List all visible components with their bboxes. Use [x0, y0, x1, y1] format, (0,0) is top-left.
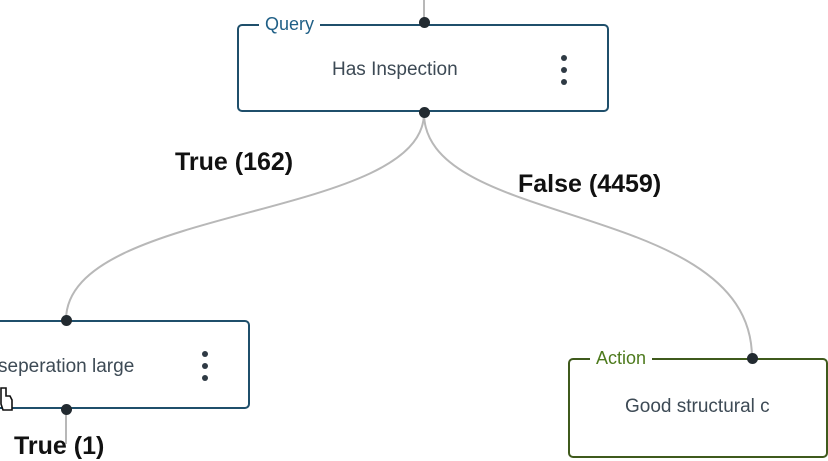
branch-label-true: True (162): [175, 148, 294, 176]
action-node-good-structural[interactable]: Action Good structural c: [568, 347, 828, 458]
port-right-in[interactable]: [747, 353, 758, 364]
node-label: Has Inspection: [332, 59, 458, 80]
more-vertical-icon[interactable]: [557, 54, 571, 86]
hand-cursor-icon: [0, 387, 13, 411]
port-left-out[interactable]: [61, 404, 72, 415]
edge-true-branch: [65, 112, 425, 321]
port-top-in[interactable]: [419, 17, 430, 28]
query-node-seperation-large[interactable]: seperation large: [0, 320, 250, 409]
port-top-out[interactable]: [419, 107, 430, 118]
node-type-tag: Action: [590, 347, 653, 369]
node-type-tag: Query: [259, 13, 321, 35]
port-left-in[interactable]: [61, 315, 72, 326]
branch-label-false: False (4459): [518, 170, 662, 198]
node-label: Good structural c: [625, 396, 770, 417]
branch-label-bottom-true: True (1): [14, 432, 105, 460]
node-label: seperation large: [0, 356, 135, 377]
more-vertical-icon[interactable]: [198, 350, 212, 382]
query-node-has-inspection[interactable]: Query Has Inspection: [237, 13, 609, 112]
edge-false-branch: [423, 112, 753, 359]
